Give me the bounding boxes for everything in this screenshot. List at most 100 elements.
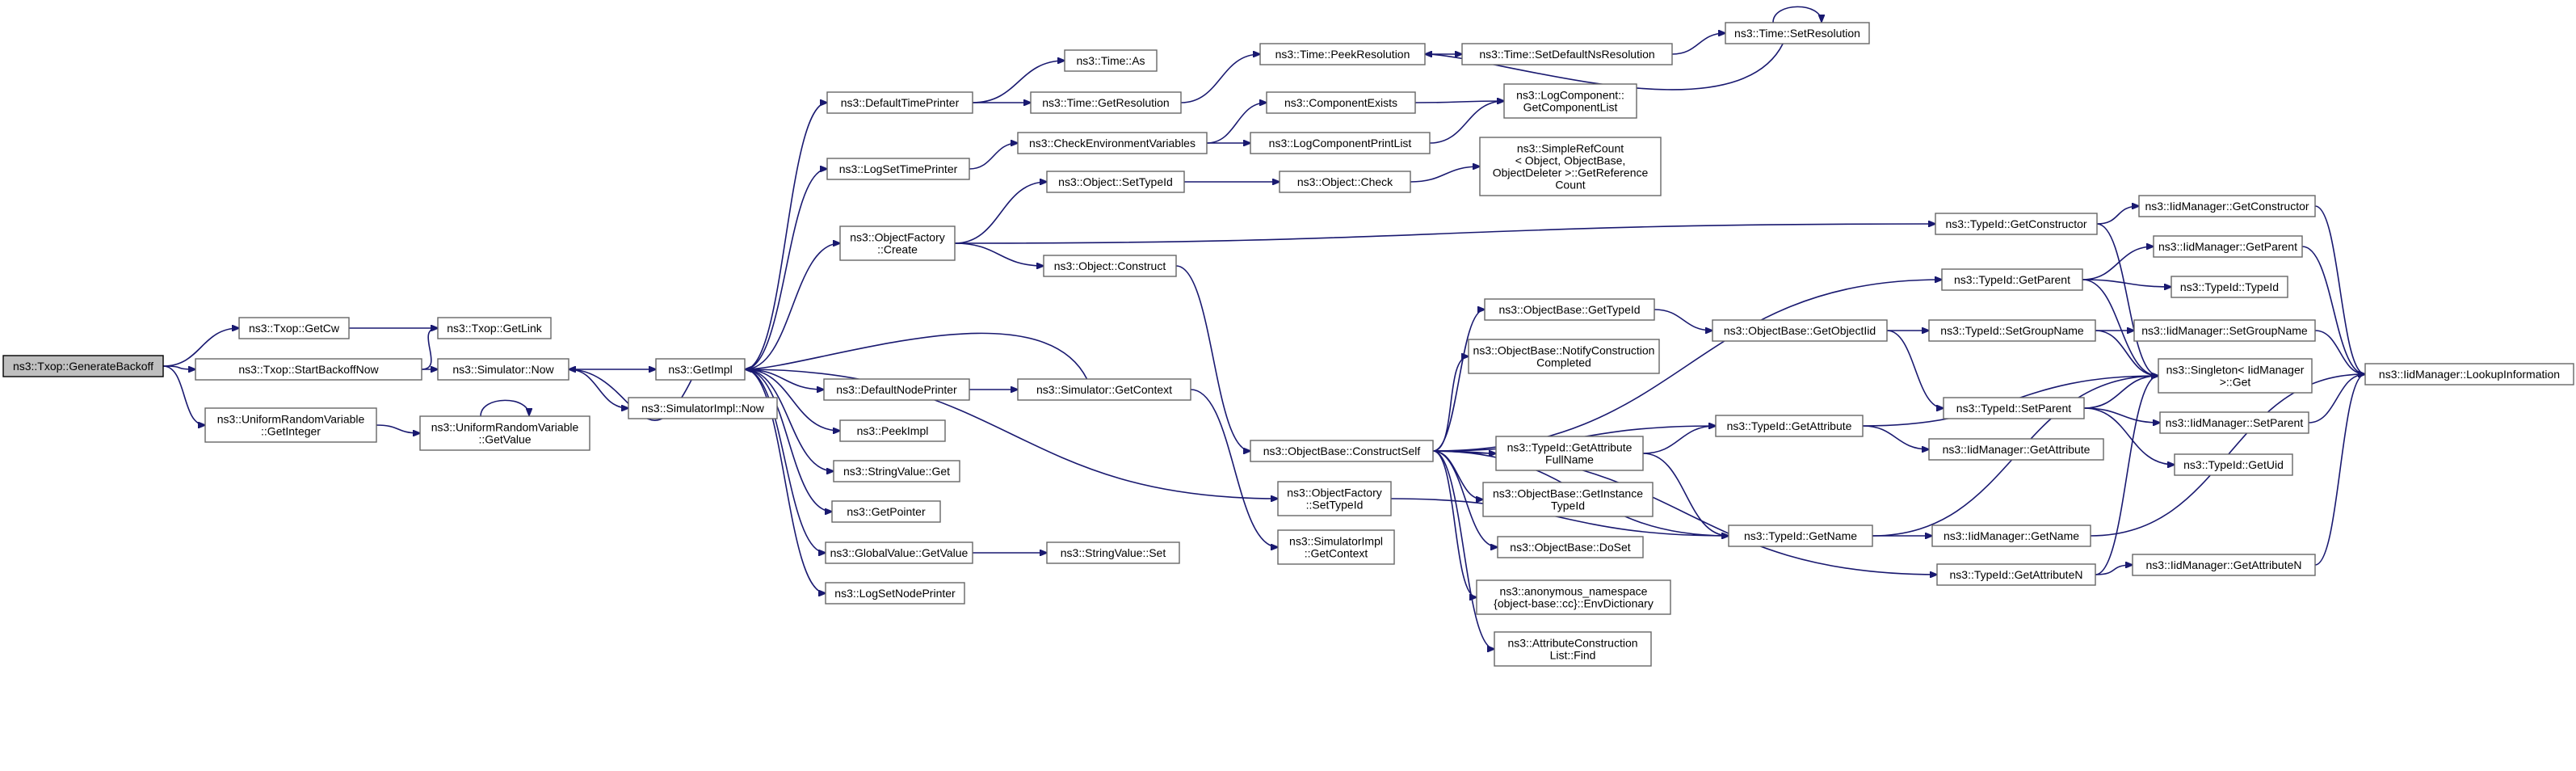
graph-node-deftime[interactable]: ns3::DefaultTimePrinter (826, 91, 973, 114)
graph-node-timegetres[interactable]: ns3::Time::GetResolution (1030, 91, 1182, 114)
graph-node-urvval[interactable]: ns3::UniformRandomVariable::GetValue (419, 415, 590, 451)
node-box (826, 158, 970, 180)
node-box (195, 358, 422, 381)
edge-objfactcreate-to-objconstruct (954, 242, 1044, 266)
graph-node-simgetctx[interactable]: ns3::Simulator::GetContext (1017, 378, 1191, 401)
graph-node-getpointer[interactable]: ns3::GetPointer (831, 500, 941, 523)
graph-node-peekres[interactable]: ns3::Time::PeekResolution (1259, 43, 1426, 65)
edge-constructself-to-acfind (1432, 450, 1494, 649)
graph-node-tidgetattr[interactable]: ns3::TypeId::GetAttribute (1715, 415, 1864, 437)
node-box (1494, 631, 1652, 667)
graph-node-getimpl[interactable]: ns3::GetImpl (655, 358, 746, 381)
edge-iidsetparent-to-lookup (2308, 374, 2365, 423)
graph-node-defnode[interactable]: ns3::DefaultNodePrinter (823, 378, 970, 401)
node-label: ns3::IidManager::SetGroupName (2141, 324, 2308, 337)
graph-node-notifycc[interactable]: ns3::ObjectBase::NotifyConstructionCompl… (1468, 339, 1660, 374)
edge-iidgetctor-to-lookup (2314, 205, 2365, 374)
graph-node-iidgetname[interactable]: ns3::IidManager::GetName (1931, 525, 2091, 547)
edge-logsettime-to-checkenv (969, 143, 1018, 170)
graph-node-objsettid[interactable]: ns3::Object::SetTypeId (1046, 171, 1185, 193)
graph-node-getlink[interactable]: ns3::Txop::GetLink (437, 317, 552, 339)
graph-node-gen[interactable]: ns3::Txop::GenerateBackoff (2, 355, 164, 377)
graph-node-iidgetctor[interactable]: ns3::IidManager::GetConstructor (2138, 195, 2316, 217)
graph-node-ofsettid[interactable]: ns3::ObjectFactory::SetTypeId (1277, 481, 1392, 516)
node-box (1266, 91, 1416, 114)
graph-node-envdict[interactable]: ns3::anonymous_namespace{object-base::cc… (1476, 579, 1671, 615)
edge-logcompprint-to-getcomplist (1429, 101, 1504, 144)
node-box (1461, 43, 1673, 65)
edge-getimpl-to-strvalget (744, 369, 834, 471)
graph-node-simimplnow[interactable]: ns3::SimulatorImpl::Now (628, 397, 778, 419)
graph-node-tidtid[interactable]: ns3::TypeId::TypeId (2170, 276, 2288, 298)
graph-node-obgettid[interactable]: ns3::ObjectBase::GetTypeId (1484, 298, 1655, 321)
graph-node-gvgetvalue[interactable]: ns3::GlobalValue::GetValue (825, 541, 973, 564)
graph-node-iidgetattr[interactable]: ns3::IidManager::GetAttribute (1928, 438, 2104, 461)
graph-node-logsetnode[interactable]: ns3::LogSetNodePrinter (825, 582, 965, 605)
graph-node-tidgetname[interactable]: ns3::TypeId::GetName (1728, 525, 1873, 547)
graph-node-tidsetparent[interactable]: ns3::TypeId::SetParent (1943, 397, 2085, 419)
graph-node-logcompprint[interactable]: ns3::LogComponentPrintList (1250, 132, 1431, 154)
graph-node-iidsetgroup[interactable]: ns3::IidManager::SetGroupName (2133, 319, 2316, 342)
graph-node-obgetoid[interactable]: ns3::ObjectBase::GetObjectIid (1712, 319, 1888, 342)
node-box (1468, 339, 1660, 374)
graph-node-logsettime[interactable]: ns3::LogSetTimePrinter (826, 158, 970, 180)
node-label: ns3::IidManager::GetParent (2158, 240, 2297, 253)
node-box (1030, 91, 1182, 114)
node-layer: ns3::Txop::GenerateBackoff ns3::Txop::Get… (2, 22, 2574, 667)
graph-node-obdoset[interactable]: ns3::ObjectBase::DoSet (1497, 536, 1644, 558)
edge-constructself-to-obdoset (1432, 450, 1498, 547)
graph-node-iidsetparent[interactable]: ns3::IidManager::SetParent (2159, 411, 2309, 434)
node-label: ns3::AttributeConstruction (1507, 637, 1637, 650)
graph-node-startbo[interactable]: ns3::Txop::StartBackoffNow (195, 358, 422, 381)
graph-node-lookup[interactable]: ns3::IidManager::LookupInformation (2364, 363, 2574, 386)
graph-node-strvalget[interactable]: ns3::StringValue::Get (833, 460, 960, 482)
node-box (2133, 319, 2316, 342)
node-label: ns3::Time::GetResolution (1042, 96, 1169, 109)
edge-tidsetparent-to-tidgetuid (2083, 407, 2175, 465)
graph-node-simplerc[interactable]: ns3::SimpleRefCount< Object, ObjectBase,… (1479, 137, 1662, 196)
graph-node-objfactcreate[interactable]: ns3::ObjectFactory::Create (839, 225, 956, 261)
graph-node-tidgetuid[interactable]: ns3::TypeId::GetUid (2174, 453, 2293, 476)
graph-node-tidsetgroup[interactable]: ns3::TypeId::SetGroupName (1928, 319, 2096, 342)
graph-node-setdefns[interactable]: ns3::Time::SetDefaultNsResolution (1461, 43, 1673, 65)
node-label: {object-base::cc}::EnvDictionary (1494, 597, 1654, 610)
graph-node-strvalset[interactable]: ns3::StringValue::Set (1046, 541, 1180, 564)
graph-node-tidgetattrn[interactable]: ns3::TypeId::GetAttributeN (1936, 563, 2096, 586)
node-box (1503, 83, 1637, 119)
node-label: ns3::TypeId::SetGroupName (1940, 324, 2084, 337)
graph-node-objcheck[interactable]: ns3::Object::Check (1279, 171, 1411, 193)
node-box (833, 460, 960, 482)
node-label: ns3::Time::PeekResolution (1275, 48, 1410, 61)
edge-obgetoid-to-tidsetparent (1886, 330, 1944, 408)
node-box (1935, 213, 2098, 235)
graph-node-timeas[interactable]: ns3::Time::As (1064, 49, 1158, 72)
node-label: Count (1555, 179, 1585, 192)
graph-node-urvint[interactable]: ns3::UniformRandomVariable::GetInteger (204, 407, 377, 443)
graph-node-compexists[interactable]: ns3::ComponentExists (1266, 91, 1416, 114)
graph-node-tidgetparent[interactable]: ns3::TypeId::GetParent (1941, 268, 2083, 291)
edge-tidgetparent-to-singleton (2082, 279, 2158, 376)
graph-node-peekimpl[interactable]: ns3::PeekImpl (839, 419, 946, 442)
edge-tidgetparent-to-tidtid (2082, 279, 2171, 287)
node-label: ::Create (877, 243, 918, 256)
graph-node-iidgetparent[interactable]: ns3::IidManager::GetParent (2153, 235, 2303, 258)
node-box (2132, 554, 2316, 576)
graph-node-objconstruct[interactable]: ns3::Object::Construct (1043, 255, 1177, 277)
graph-node-singleton[interactable]: ns3::Singleton< IidManager>::Get (2158, 358, 2313, 394)
graph-node-simnow[interactable]: ns3::Simulator::Now (437, 358, 569, 381)
node-label: ns3::anonymous_namespace (1500, 585, 1648, 598)
graph-node-setres[interactable]: ns3::Time::SetResolution (1725, 22, 1870, 44)
edge-constructself-to-envdict (1432, 450, 1477, 597)
node-box (1928, 438, 2104, 461)
graph-node-getcw[interactable]: ns3::Txop::GetCw (238, 317, 350, 339)
graph-node-constructself[interactable]: ns3::ObjectBase::ConstructSelf (1250, 440, 1434, 462)
graph-node-checkenv[interactable]: ns3::CheckEnvironmentVariables (1017, 132, 1208, 154)
graph-node-tidgetctor[interactable]: ns3::TypeId::GetConstructor (1935, 213, 2098, 235)
node-box (825, 541, 973, 564)
graph-node-simimplctx[interactable]: ns3::SimulatorImpl::GetContext (1277, 529, 1395, 565)
graph-node-getcomplist[interactable]: ns3::LogComponent::GetComponentList (1503, 83, 1637, 119)
graph-node-iidgetattrn[interactable]: ns3::IidManager::GetAttributeN (2132, 554, 2316, 576)
